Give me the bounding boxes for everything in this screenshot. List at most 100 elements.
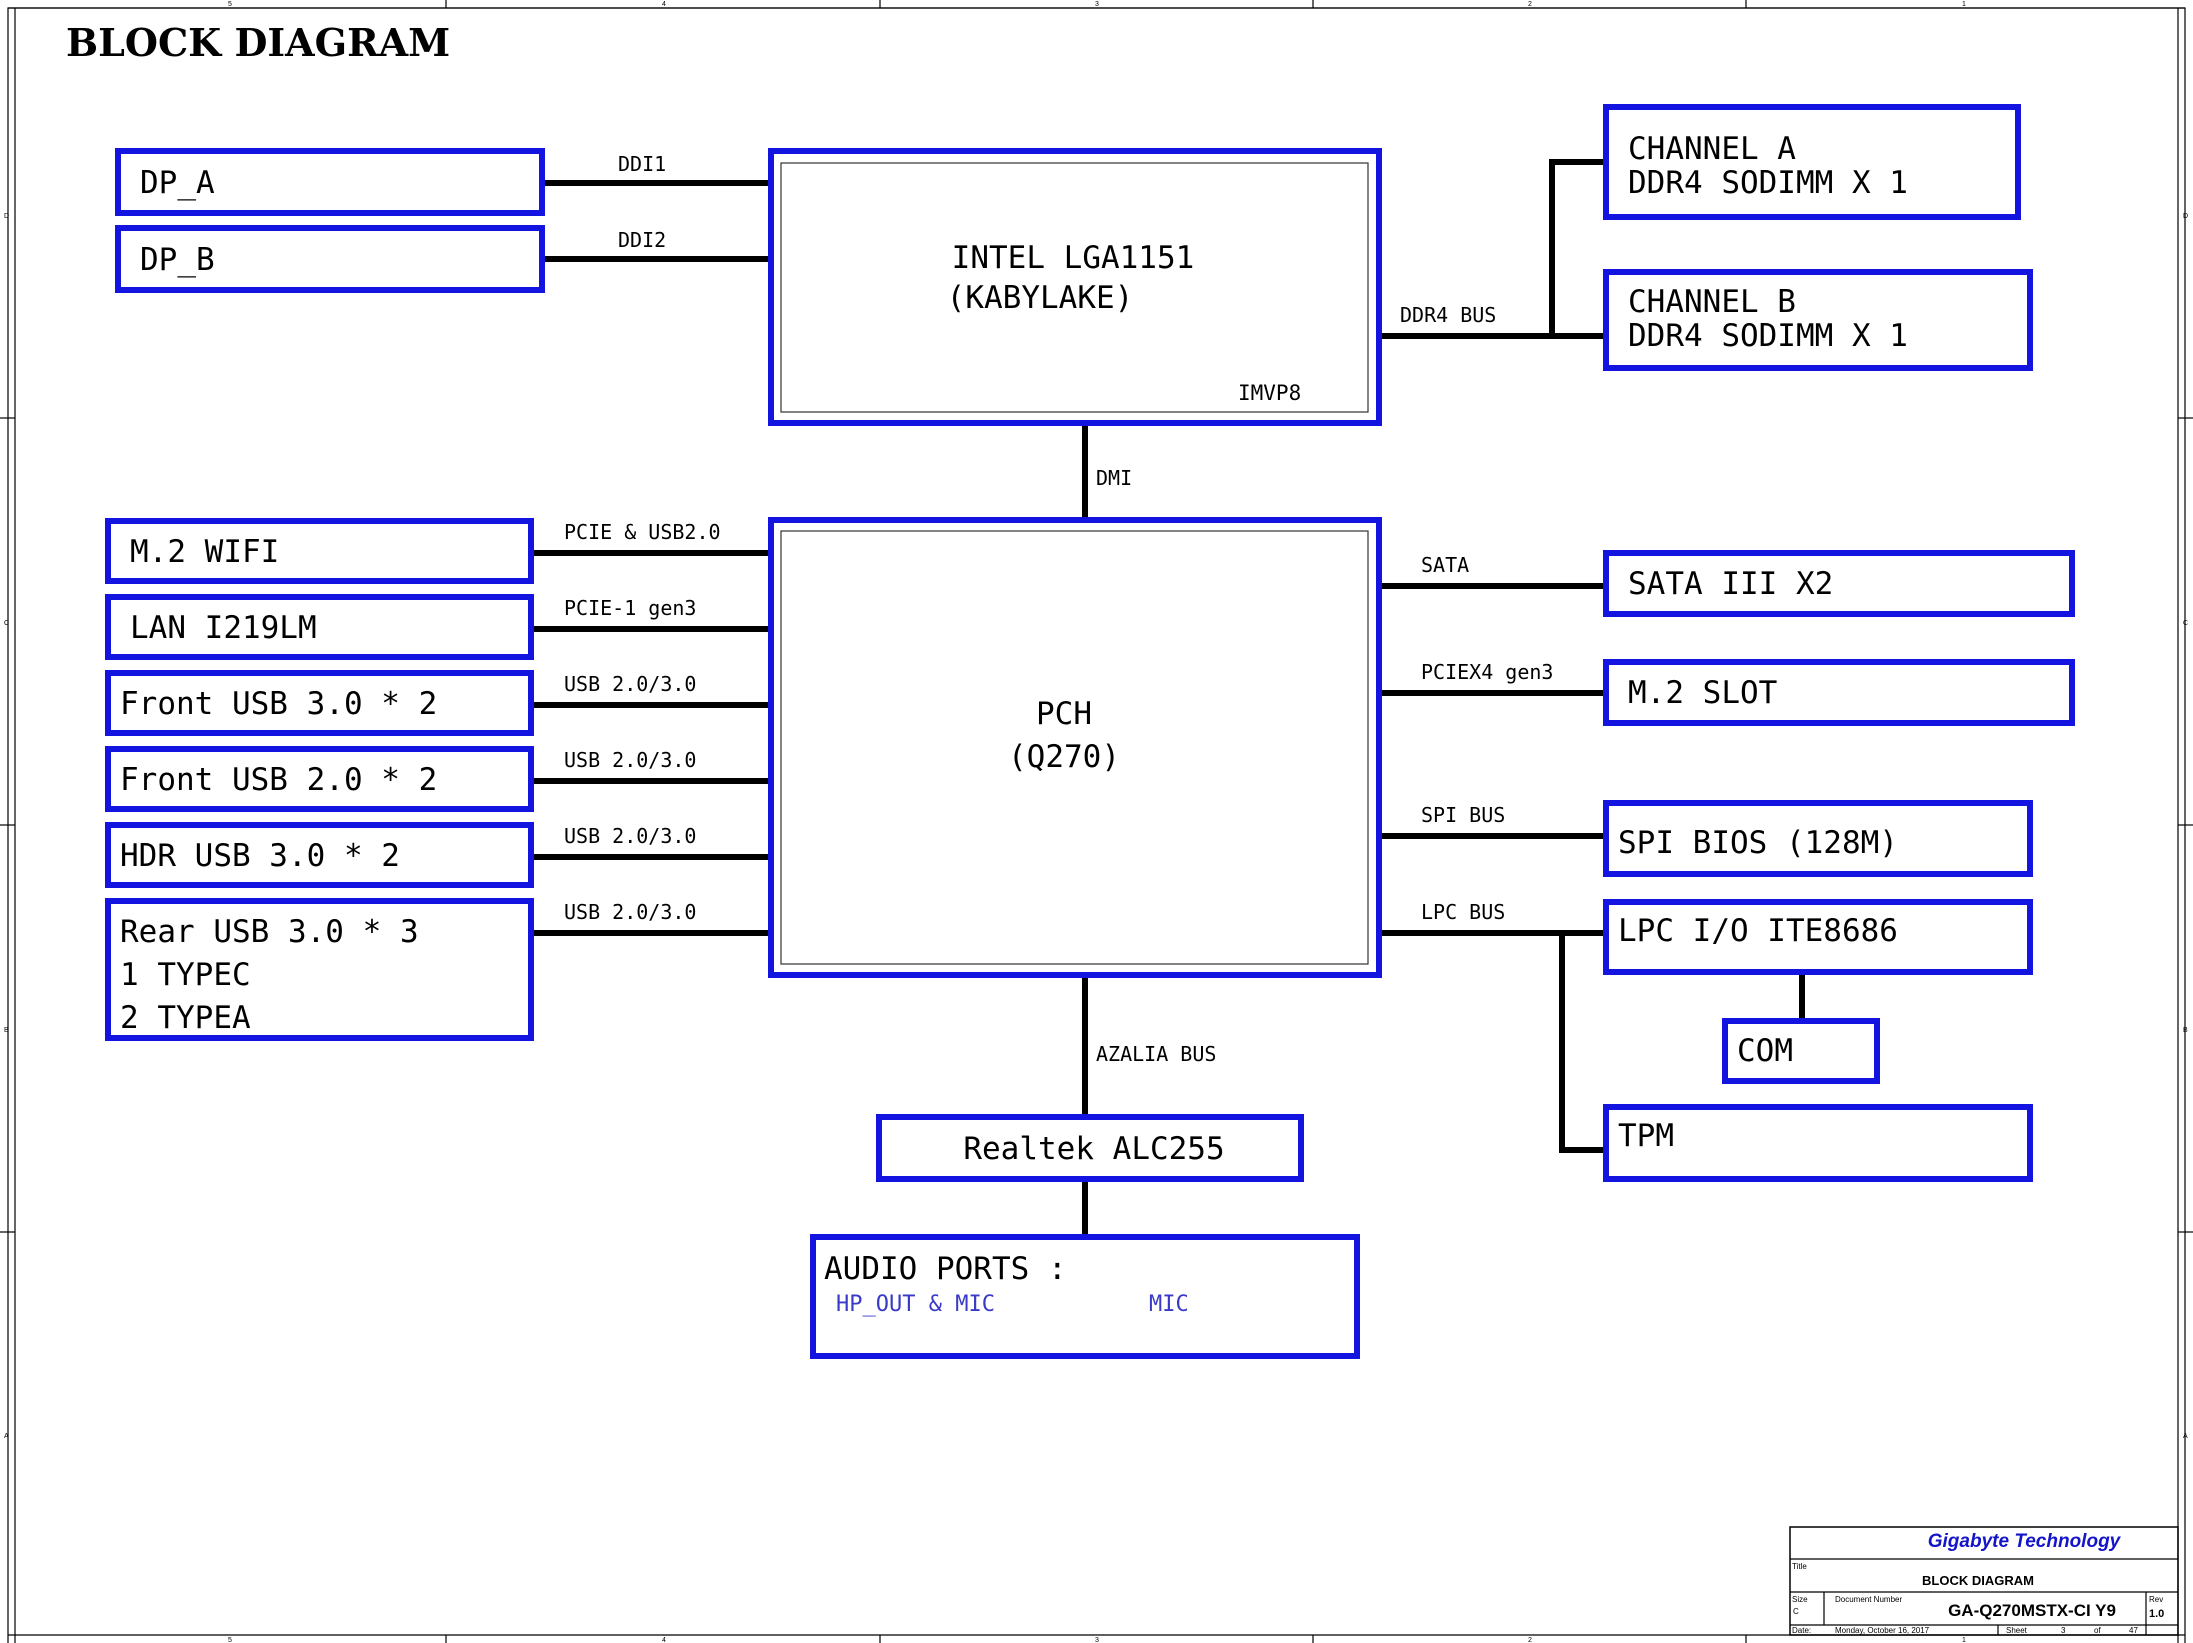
col-mark-5-bottom: 5 — [228, 1637, 232, 1643]
rear-usb-label-3: 2 TYPEA — [120, 1000, 251, 1036]
title-block-date: Monday, October 16, 2017 — [1835, 1626, 1930, 1635]
row-mark-b-left: B — [4, 1027, 9, 1034]
front-usb3-label: Front USB 3.0 * 2 — [120, 686, 437, 722]
col-mark-4-top: 4 — [662, 1, 666, 8]
bus-usb-label-3: USB 2.0/3.0 — [564, 824, 696, 848]
title-block-docnum-label: Document Number — [1835, 1595, 1902, 1604]
tpm-label: TPM — [1618, 1118, 1674, 1154]
channel-a-label-1: CHANNEL A — [1628, 131, 1796, 167]
title-block-docnum: GA-Q270MSTX-CI Y9 — [1948, 1601, 2116, 1620]
title-block: Gigabyte Technology Title BLOCK DIAGRAM … — [1789, 1526, 2179, 1636]
row-mark-a-right: A — [2183, 1433, 2188, 1440]
row-mark-c-right: C — [2183, 620, 2188, 627]
row-mark-d-right: D — [2183, 213, 2188, 220]
cpu-label-1: INTEL LGA1151 — [952, 240, 1195, 276]
col-mark-3-bottom: 3 — [1095, 1637, 1099, 1643]
row-mark-b-right: B — [2183, 1027, 2188, 1034]
title-block-title-label: Title — [1792, 1562, 1807, 1571]
block-front-usb2: Front USB 2.0 * 2 — [105, 746, 534, 812]
col-mark-1-bottom: 1 — [1962, 1637, 1966, 1643]
cpu-label-2: (KABYLAKE) — [947, 280, 1134, 316]
block-codec: Realtek ALC255 — [876, 1114, 1304, 1182]
block-rear-usb: Rear USB 3.0 * 3 1 TYPEC 2 TYPEA — [105, 898, 534, 1041]
col-mark-4-bottom: 4 — [662, 1637, 666, 1643]
hdr-usb3-label: HDR USB 3.0 * 2 — [120, 838, 400, 874]
block-channel-b: CHANNEL B DDR4 SODIMM X 1 — [1603, 269, 2033, 371]
channel-a-label-2: DDR4 SODIMM X 1 — [1628, 165, 1908, 201]
block-m2-slot: M.2 SLOT — [1603, 659, 2075, 726]
cpu-vr-label: IMVP8 — [1238, 381, 1301, 405]
block-cpu: INTEL LGA1151 (KABYLAKE) IMVP8 — [768, 148, 1382, 426]
channel-b-label-2: DDR4 SODIMM X 1 — [1628, 318, 1908, 354]
block-spi-bios: SPI BIOS (128M) — [1603, 800, 2033, 877]
block-dp-a-label: DP_A — [140, 165, 215, 201]
pch-label-2: (Q270) — [1008, 739, 1120, 775]
bus-pciex4-label: PCIEX4 gen3 — [1421, 660, 1553, 684]
bus-ddi2-label: DDI2 — [618, 228, 666, 252]
block-lpc-io: LPC I/O ITE8686 — [1603, 899, 2033, 975]
bus-pcie-usb2-label: PCIE & USB2.0 — [564, 520, 721, 544]
title-block-rev: 1.0 — [2149, 1608, 2164, 1620]
m2-slot-label: M.2 SLOT — [1628, 675, 1777, 711]
title-block-title: BLOCK DIAGRAM — [1922, 1573, 2034, 1588]
rear-usb-label-1: Rear USB 3.0 * 3 — [120, 914, 419, 950]
block-lan: LAN I219LM — [105, 594, 534, 660]
title-block-of-label: of — [2094, 1626, 2101, 1635]
title-block-size-label: Size — [1792, 1595, 1808, 1604]
col-mark-5-top: 5 — [228, 1, 232, 8]
title-block-company: Gigabyte Technology — [1928, 1531, 2122, 1552]
bus-labels: DDI1 DDI2 DDR4 BUS DMI PCIE & USB2.0 PCI… — [564, 152, 1553, 1066]
block-front-usb3: Front USB 3.0 * 2 — [105, 670, 534, 736]
lan-label: LAN I219LM — [130, 610, 317, 646]
bus-ddr4-label: DDR4 BUS — [1400, 303, 1496, 327]
col-mark-3-top: 3 — [1095, 1, 1099, 8]
audio-ports-title: AUDIO PORTS : — [824, 1251, 1067, 1287]
block-hdr-usb3: HDR USB 3.0 * 2 — [105, 822, 534, 888]
title-block-rev-label: Rev — [2149, 1595, 2163, 1604]
row-mark-c-left: C — [4, 620, 9, 627]
bus-pcie1-label: PCIE-1 gen3 — [564, 596, 696, 620]
row-mark-d-left: D — [4, 213, 9, 220]
audio-port-hp-out-mic: HP_OUT & MIC — [836, 1292, 995, 1317]
m2-wifi-label: M.2 WIFI — [130, 534, 279, 570]
lpc-io-label: LPC I/O ITE8686 — [1618, 913, 1898, 949]
block-dp-a: DP_A — [115, 148, 545, 216]
bus-lpc-label: LPC BUS — [1421, 900, 1505, 924]
front-usb2-label: Front USB 2.0 * 2 — [120, 762, 437, 798]
spi-bios-label: SPI BIOS (128M) — [1618, 825, 1898, 861]
bus-azalia-label: AZALIA BUS — [1096, 1042, 1216, 1066]
block-dp-b-label: DP_B — [140, 242, 215, 278]
codec-label: Realtek ALC255 — [963, 1131, 1224, 1167]
sata-label: SATA III X2 — [1628, 566, 1833, 602]
bus-sata-label: SATA — [1421, 553, 1469, 577]
title-block-total: 47 — [2129, 1626, 2138, 1635]
block-com: COM — [1722, 1018, 1880, 1084]
col-mark-1-top: 1 — [1962, 1, 1966, 8]
row-mark-a-left: A — [4, 1433, 9, 1440]
block-m2-wifi: M.2 WIFI — [105, 518, 534, 584]
bus-spi-label: SPI BUS — [1421, 803, 1505, 827]
title-block-date-label: Date: — [1792, 1626, 1811, 1635]
block-channel-a: CHANNEL A DDR4 SODIMM X 1 — [1603, 104, 2021, 220]
channel-b-label-1: CHANNEL B — [1628, 284, 1796, 320]
block-tpm: TPM — [1603, 1104, 2033, 1182]
bus-usb-label-4: USB 2.0/3.0 — [564, 900, 696, 924]
pch-label-1: PCH — [1036, 696, 1092, 732]
bus-ddi1-label: DDI1 — [618, 152, 666, 176]
title-block-sheet-label: Sheet — [2006, 1626, 2028, 1635]
wires — [529, 159, 1805, 1239]
block-audio-ports: AUDIO PORTS : HP_OUT & MIC MIC — [810, 1234, 1360, 1359]
diagram-title: BLOCK DIAGRAM — [66, 20, 450, 65]
bus-dmi-label: DMI — [1096, 466, 1132, 490]
bus-usb-label-2: USB 2.0/3.0 — [564, 748, 696, 772]
com-label: COM — [1737, 1033, 1793, 1069]
rear-usb-label-2: 1 TYPEC — [120, 957, 251, 993]
block-sata: SATA III X2 — [1603, 550, 2075, 617]
block-dp-b: DP_B — [115, 225, 545, 293]
audio-port-mic: MIC — [1149, 1292, 1189, 1317]
col-mark-2-top: 2 — [1528, 1, 1532, 8]
bus-usb-label-1: USB 2.0/3.0 — [564, 672, 696, 696]
title-block-size: C — [1793, 1607, 1799, 1616]
